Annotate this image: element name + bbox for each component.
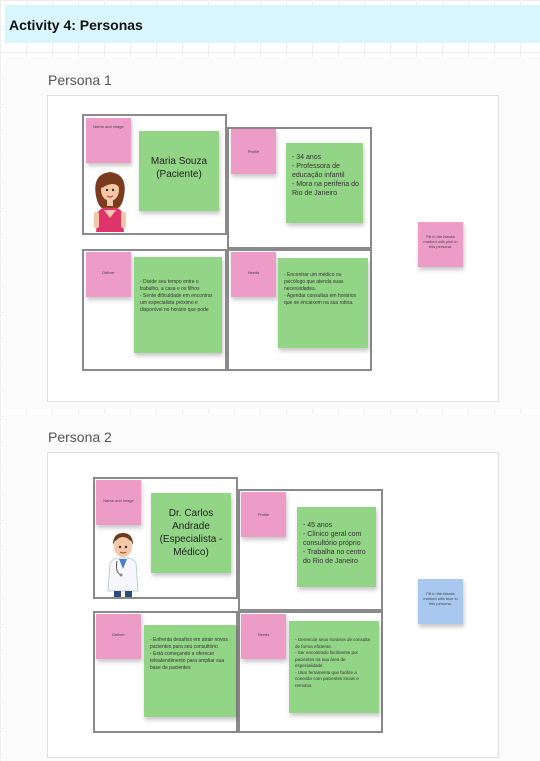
persona-1-side-note[interactable]: Fill in the blanks marked with pink in t… — [418, 222, 463, 267]
woman-avatar-icon — [88, 166, 132, 232]
doctor-avatar-icon — [104, 529, 142, 597]
activity-title: Activity 4: Personas — [9, 17, 143, 33]
activity-header: Activity 4: Personas — [5, 5, 540, 43]
persona-2-name[interactable]: Dr. Carlos Andrade (Especialista - Médic… — [151, 493, 231, 573]
persona-1-name-image-label[interactable]: Name and image — [86, 118, 131, 163]
persona-1-profile-label[interactable]: Profile — [231, 129, 276, 174]
persona-2-profile-label[interactable]: Profile — [241, 492, 286, 537]
persona-2-panel: Persona 2 Name and image Dr. Carlos Andr… — [4, 414, 540, 761]
persona-2-deliver[interactable]: - Enfrenta desafios em atrair novos paci… — [144, 625, 236, 717]
persona-2-profile[interactable]: - 45 anos - Clínico geral com consultóri… — [297, 507, 376, 587]
persona-1-needs-label[interactable]: Needs — [231, 252, 276, 297]
persona-2-needs-label[interactable]: Needs — [241, 614, 286, 659]
persona-1-panel: Persona 1 Name and image Maria S — [4, 57, 540, 409]
persona-1-heading: Persona 1 — [48, 72, 112, 88]
persona-2-needs[interactable]: - Gerenciar seus horários de consulta de… — [289, 621, 379, 713]
persona-1-name[interactable]: Maria Souza (Paciente) — [139, 131, 219, 211]
persona-1-frame: Name and image Maria Souza (Paciente) Pr… — [47, 95, 499, 402]
persona-1-deliver-label[interactable]: Deliver — [86, 252, 131, 297]
persona-2-side-note[interactable]: Fill in the blanks marked with blue in t… — [418, 579, 463, 624]
persona-2-heading: Persona 2 — [48, 429, 112, 445]
persona-1-profile[interactable]: - 34 anos - Professora de educação infan… — [286, 143, 363, 223]
persona-2-frame: Name and image Dr. Carlos Andrade (Espec… — [47, 452, 499, 758]
persona-1-deliver[interactable]: - Divide seu tempo entre o trabalho, a c… — [134, 257, 222, 353]
persona-2-name-image-label[interactable]: Name and image — [96, 480, 141, 525]
persona-2-deliver-label[interactable]: Deliver — [96, 614, 141, 659]
persona-1-needs[interactable]: - Encontrar um médico ou psicólogo que a… — [278, 258, 368, 348]
